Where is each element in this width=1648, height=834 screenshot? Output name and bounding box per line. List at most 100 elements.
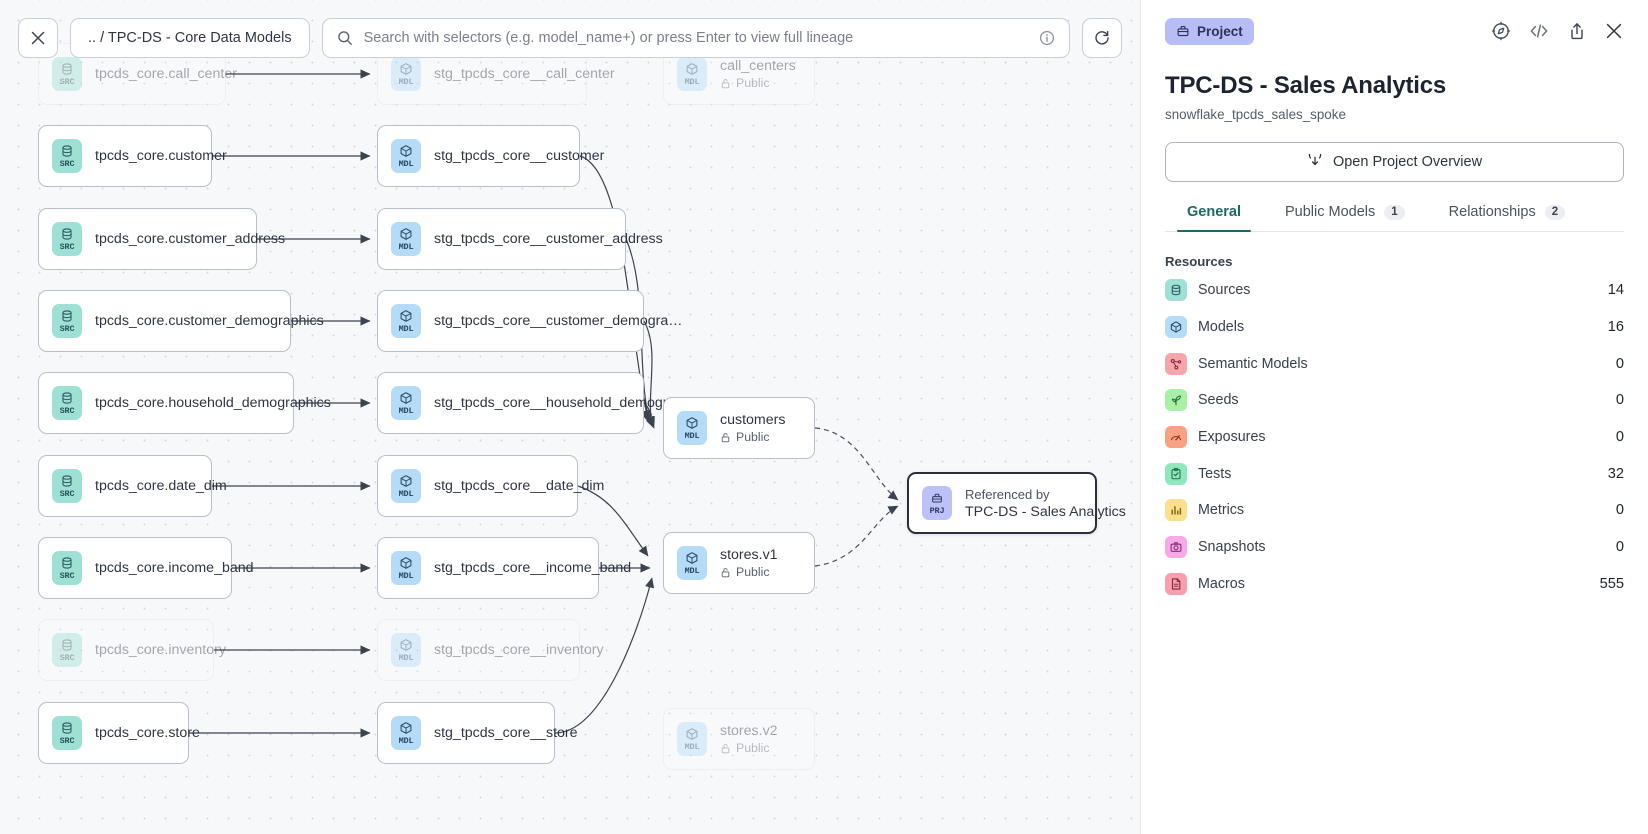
node-type-badge-mdl: MDL — [391, 304, 421, 338]
lineage-node-mdl_store[interactable]: MDL stg_tpcds_core__store — [377, 702, 578, 764]
resource-label: Models — [1198, 319, 1245, 336]
badge-label: MDL — [684, 565, 700, 576]
bar-chart-icon — [1165, 499, 1187, 522]
breadcrumb[interactable]: .. / TPC-DS - Core Data Models — [70, 18, 310, 58]
cube-icon — [686, 416, 698, 429]
cube-icon — [400, 638, 412, 651]
badge-glyph — [60, 309, 74, 323]
node-type-badge-mdl: MDL — [677, 722, 707, 756]
node-label: stg_tpcds_core__call_center — [434, 66, 615, 82]
badge-label: MDL — [398, 735, 414, 746]
resource-count: 555 — [1599, 575, 1624, 592]
node-type-badge-src: SRC — [52, 304, 82, 338]
code-icon[interactable] — [1528, 21, 1550, 41]
node-body: tpcds_core.date_dim — [95, 478, 227, 494]
node-body: stg_tpcds_core__date_dim — [434, 478, 604, 494]
resource-count: 32 — [1607, 465, 1624, 482]
database-icon — [1165, 279, 1187, 302]
refresh-button[interactable] — [1082, 18, 1122, 58]
resource-type-label: Project — [1197, 23, 1243, 39]
node-label: stg_tpcds_core__store — [434, 725, 578, 741]
cube-icon — [400, 144, 412, 157]
resource-type-badge[interactable]: Project — [1165, 17, 1254, 45]
node-type-badge-src: SRC — [52, 716, 82, 750]
database-icon — [1171, 285, 1181, 296]
badge-label: MDL — [684, 430, 700, 441]
info-icon[interactable] — [1039, 30, 1055, 46]
tab-general[interactable]: General — [1165, 204, 1263, 232]
badge-glyph — [399, 309, 413, 323]
seedling-icon — [1165, 389, 1187, 412]
close-lineage-button[interactable] — [18, 18, 58, 58]
node-access-label: Public — [736, 430, 770, 444]
resource-label: Exposures — [1198, 429, 1266, 446]
node-label: customers — [720, 412, 786, 428]
badge-label: MDL — [398, 241, 414, 252]
node-label: stores.v2 — [720, 723, 778, 739]
search-bar[interactable]: Search with selectors (e.g. model_name+)… — [321, 18, 1070, 58]
database-icon — [62, 638, 72, 651]
cube-icon — [400, 556, 412, 569]
refresh-icon — [1095, 30, 1109, 45]
tab-count-badge: 1 — [1384, 204, 1405, 220]
open-project-overview-button[interactable]: Open Project Overview — [1165, 142, 1624, 182]
page-title: TPC-DS - Sales Analytics — [1165, 72, 1447, 99]
node-access-label: Public — [736, 76, 770, 90]
share-icon[interactable] — [1567, 21, 1587, 41]
badge-glyph — [60, 227, 74, 241]
graph-icon — [1170, 358, 1182, 370]
close-panel-icon[interactable] — [1604, 21, 1624, 41]
compass-icon[interactable] — [1491, 21, 1511, 41]
clipboard-check-icon — [1171, 467, 1181, 480]
badge-glyph — [60, 144, 74, 158]
lineage-node-mdl_customers[interactable]: MDL customers Public — [663, 397, 815, 459]
badge-label: MDL — [398, 405, 414, 416]
node-access-label: Public — [736, 741, 770, 755]
search-input[interactable]: Search with selectors (e.g. model_name+)… — [363, 30, 854, 46]
lock-icon-wrap — [720, 432, 731, 443]
badge-glyph — [399, 391, 413, 405]
project-identifier: snowflake_tpcds_sales_spoke — [1165, 107, 1346, 122]
lineage-canvas[interactable]: .. / TPC-DS - Core Data Models Search wi… — [0, 0, 1140, 834]
tab-count-badge: 2 — [1544, 204, 1566, 220]
lineage-node-mdl_stores_v2[interactable]: MDL stores.v2 Public — [663, 708, 815, 770]
badge-glyph — [60, 556, 74, 570]
badge-label: MDL — [398, 76, 414, 87]
badge-label: PRJ — [929, 505, 945, 516]
node-body: stores.v2 Public — [720, 723, 778, 755]
badge-glyph — [685, 727, 699, 741]
database-icon — [62, 309, 72, 322]
cube-icon — [1170, 321, 1182, 333]
